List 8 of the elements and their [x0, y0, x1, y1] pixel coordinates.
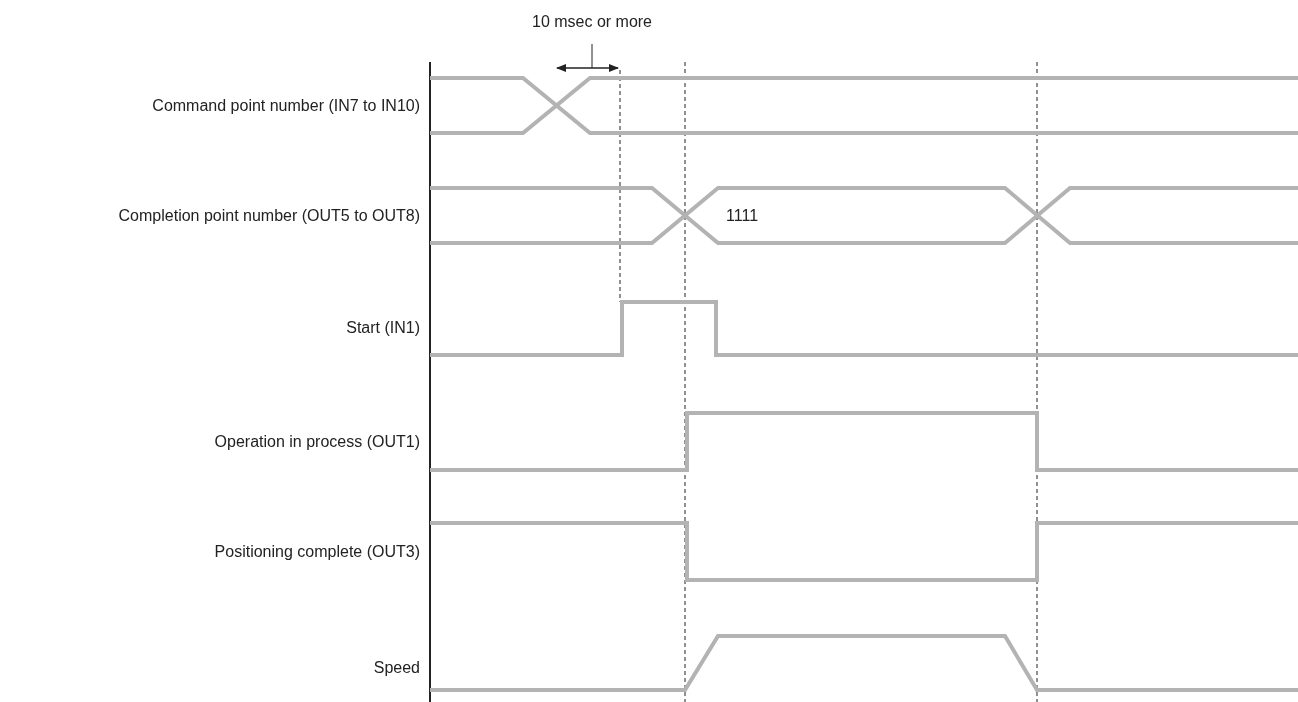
dimension-text: 10 msec or more [532, 12, 652, 32]
signal-name: Command point number (IN7 to IN10) [152, 96, 420, 116]
signal-name: Start (IN1) [346, 318, 420, 338]
bus-value-text: 1111 [726, 206, 759, 226]
signal-name: Positioning complete (OUT3) [214, 542, 420, 562]
signal-name: Completion point number (OUT5 to OUT8) [118, 206, 420, 226]
signal-name: Speed [373, 658, 420, 678]
signal-name: Operation in process (OUT1) [214, 432, 420, 452]
